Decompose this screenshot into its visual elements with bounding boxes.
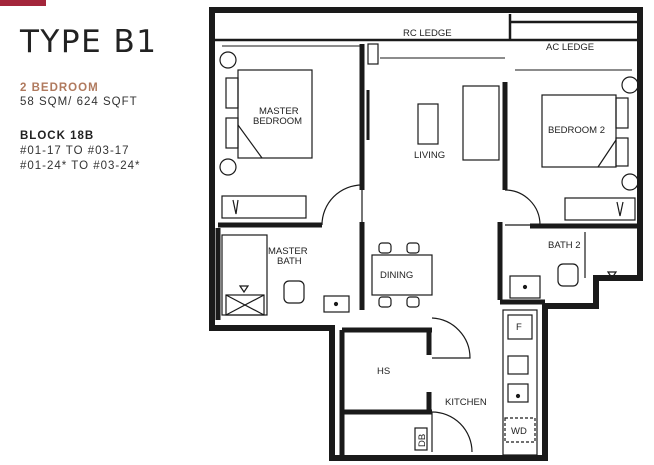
- ac-ledge-label: AC LEDGE: [546, 42, 594, 53]
- ledge-walls: [212, 14, 640, 71]
- washer-dryer-label: WD: [511, 426, 527, 437]
- hs-box: [414, 427, 428, 451]
- bedroom-2-bed: [541, 76, 639, 191]
- unit-range-1: #01-17 TO #03-17: [20, 145, 130, 157]
- door-swings: [321, 184, 541, 453]
- master-bedroom-label-line1: MASTER: [259, 106, 299, 117]
- dining-label: DINING: [380, 270, 413, 281]
- master-bed: [219, 51, 313, 176]
- unit-range-2: #01-24* TO #03-24*: [20, 160, 141, 172]
- db-label: DB: [417, 434, 428, 447]
- master-bedroom-label-line2: BEDROOM: [253, 116, 302, 127]
- master-bath-fixtures: [221, 234, 350, 316]
- master-bath-label-line1: MASTER: [268, 246, 308, 257]
- bedroom-count-label: 2 BEDROOM: [20, 82, 99, 94]
- unit-type-title: TYPE B1: [20, 24, 158, 60]
- master-bath-label-line2: BATH: [277, 256, 302, 267]
- rc-ledge-label: RC LEDGE: [403, 28, 452, 39]
- fridge-label: F: [516, 322, 522, 333]
- kitchen-label: KITCHEN: [445, 397, 487, 408]
- bath-2-label: BATH 2: [548, 240, 581, 251]
- brand-accent-bar: [0, 0, 46, 6]
- living-furniture: [366, 43, 500, 161]
- hs-label: HS: [377, 366, 390, 377]
- block-label: BLOCK 18B: [20, 130, 95, 142]
- dining-set: [371, 242, 433, 308]
- outer-walls: [209, 7, 643, 461]
- interior-walls: [215, 44, 640, 455]
- unit-area-label: 58 SQM/ 624 SQFT: [20, 96, 138, 108]
- bedroom-2-label: BEDROOM 2: [548, 125, 605, 136]
- kitchen-counter: [502, 309, 538, 456]
- living-label: LIVING: [414, 150, 445, 161]
- bedroom-2-wardrobe: [564, 197, 636, 221]
- master-wardrobe: [221, 195, 307, 219]
- bath-2-fixtures: [509, 232, 618, 299]
